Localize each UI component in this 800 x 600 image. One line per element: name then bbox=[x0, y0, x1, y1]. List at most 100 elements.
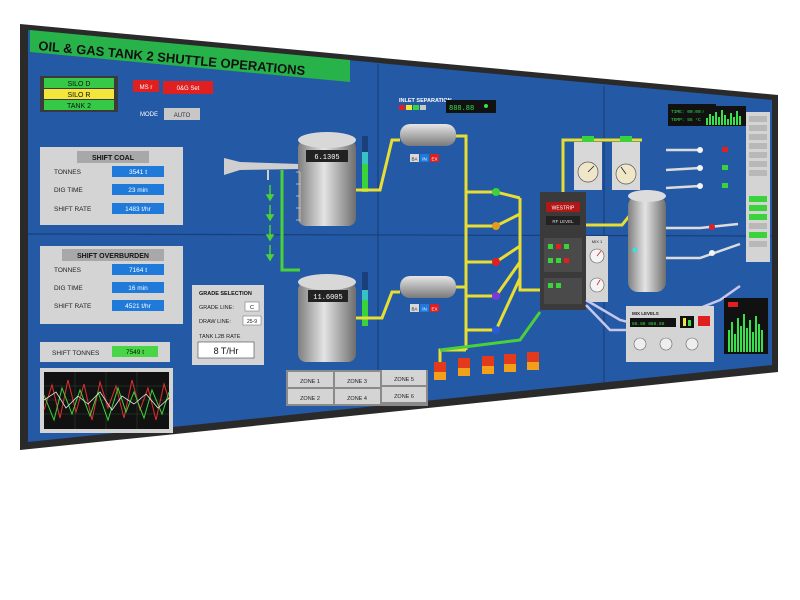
zone-button-4[interactable] bbox=[335, 389, 380, 404]
yellow-pipe bbox=[561, 138, 642, 192]
mix-gauges: MIX 1 bbox=[586, 236, 608, 302]
valve-icon[interactable] bbox=[492, 292, 500, 300]
readout-value: 1483 t/hr bbox=[125, 206, 151, 213]
tank-scale bbox=[296, 171, 301, 222]
valve-icon[interactable] bbox=[697, 183, 703, 189]
zone-label: ZONE 6 bbox=[394, 394, 414, 400]
dig-time-readout bbox=[112, 184, 164, 195]
rate-value: 8 T/Hr bbox=[214, 346, 239, 356]
burner-icon bbox=[434, 362, 446, 380]
valve-button-ba[interactable] bbox=[410, 154, 419, 162]
side-button[interactable] bbox=[749, 134, 767, 140]
side-button[interactable] bbox=[749, 116, 767, 122]
valve-label: IN bbox=[422, 157, 427, 162]
row-label: DIG TIME bbox=[54, 187, 83, 194]
zone-button-1[interactable] bbox=[288, 372, 333, 387]
mode-button[interactable] bbox=[164, 108, 200, 120]
side-button[interactable] bbox=[749, 214, 767, 220]
valve-icon[interactable] bbox=[492, 258, 500, 266]
side-button[interactable] bbox=[749, 232, 767, 238]
row-label: TONNES bbox=[54, 169, 82, 176]
side-button[interactable] bbox=[749, 170, 767, 176]
rate-readout bbox=[197, 341, 255, 359]
inlet-separator-upper bbox=[400, 124, 456, 146]
shift-rate-readout bbox=[112, 203, 164, 214]
inlet-separator-lower bbox=[400, 276, 456, 298]
panel-title: SHIFT COAL bbox=[92, 155, 135, 162]
tonnes-readout bbox=[112, 264, 164, 275]
grade-line-label: GRADE LINE: bbox=[199, 305, 234, 311]
panel-title: GRADE SELECTION bbox=[199, 291, 252, 297]
grade-line-input[interactable] bbox=[244, 301, 260, 312]
flow-arrows bbox=[265, 185, 275, 262]
manifold-valves bbox=[492, 188, 500, 334]
yellow-pipe bbox=[356, 138, 400, 192]
green-pipe bbox=[280, 170, 300, 272]
zone-button-2[interactable] bbox=[288, 389, 333, 404]
valve-button-ex[interactable] bbox=[430, 154, 439, 162]
panel-title: SHIFT OVERBURDEN bbox=[77, 253, 149, 260]
draw-line-label: DRAW LINE: bbox=[199, 319, 231, 325]
zone-button-3[interactable] bbox=[335, 372, 380, 387]
side-button[interactable] bbox=[749, 125, 767, 131]
valve-button-in[interactable] bbox=[420, 304, 429, 312]
side-button[interactable] bbox=[749, 196, 767, 202]
status-light bbox=[722, 183, 728, 188]
mix-readout: 88.88 888.88 bbox=[632, 321, 665, 327]
silo-item: SILO R bbox=[68, 92, 91, 99]
controller-sub: RF LEVEL bbox=[552, 219, 574, 224]
side-button[interactable] bbox=[749, 143, 767, 149]
shift-tonnes-readout[interactable] bbox=[112, 346, 158, 357]
knob-icon[interactable] bbox=[633, 337, 647, 351]
lower-tank bbox=[298, 274, 356, 362]
row-label: SHIFT RATE bbox=[54, 303, 92, 310]
valve-label: BA bbox=[411, 157, 417, 162]
valve-icon[interactable] bbox=[709, 224, 715, 230]
valve-label: BA bbox=[411, 307, 417, 312]
valve-label: EX bbox=[431, 157, 437, 162]
side-button[interactable] bbox=[749, 161, 767, 167]
valve-label: EX bbox=[431, 307, 437, 312]
zone-button-5[interactable] bbox=[382, 370, 426, 385]
knob-icon[interactable] bbox=[685, 337, 699, 351]
alarm-button-ms[interactable] bbox=[133, 80, 159, 92]
tank-level-readout: 11.6005 bbox=[313, 294, 342, 302]
level-gauge-lower bbox=[362, 272, 368, 326]
valve-button-ba[interactable] bbox=[410, 304, 419, 312]
draw-line-input[interactable] bbox=[242, 315, 262, 326]
side-button[interactable] bbox=[749, 152, 767, 158]
valve-icon[interactable] bbox=[697, 147, 703, 153]
zone-label: ZONE 1 bbox=[300, 379, 320, 385]
silo-item: SILO D bbox=[68, 81, 91, 88]
knob-icon[interactable] bbox=[659, 337, 673, 351]
valve-icon[interactable] bbox=[492, 222, 500, 230]
alarm-button-og[interactable] bbox=[163, 81, 213, 94]
valve-button-ex[interactable] bbox=[430, 304, 439, 312]
valve-icon[interactable] bbox=[492, 188, 500, 196]
draw-line-value: 25-9 bbox=[247, 319, 257, 325]
level-bargraph bbox=[724, 298, 768, 354]
row-label: SHIFT RATE bbox=[54, 206, 92, 213]
side-button[interactable] bbox=[749, 241, 767, 247]
row-label: TONNES bbox=[54, 267, 82, 274]
valve-icon[interactable] bbox=[697, 165, 703, 171]
rate-label: TANK L2B RATE bbox=[199, 334, 241, 340]
zone-label: ZONE 4 bbox=[347, 396, 367, 402]
side-button[interactable] bbox=[749, 223, 767, 229]
burner-icon bbox=[504, 354, 516, 372]
controller-cabinet: WESTRIP RF LEVEL bbox=[540, 192, 586, 310]
readout-value: 3541 t bbox=[129, 169, 147, 176]
grade-line-value: C bbox=[250, 305, 254, 311]
dig-time-readout bbox=[112, 282, 164, 293]
alarm-light bbox=[698, 316, 710, 326]
burner-row bbox=[434, 352, 539, 380]
grade-selection-panel: GRADE SELECTION GRADE LINE: C DRAW LINE:… bbox=[192, 285, 264, 365]
valve-icon[interactable] bbox=[709, 250, 715, 256]
inlet-title: INLET SEPARATION bbox=[399, 98, 452, 104]
shift-tonnes-panel: SHIFT TONNES 7549 t bbox=[40, 342, 170, 362]
valve-icon[interactable] bbox=[492, 326, 500, 334]
side-button[interactable] bbox=[749, 205, 767, 211]
zone-button-6[interactable] bbox=[382, 387, 426, 402]
valve-button-in[interactable] bbox=[420, 154, 429, 162]
silo-item: TANK 2 bbox=[67, 103, 91, 110]
